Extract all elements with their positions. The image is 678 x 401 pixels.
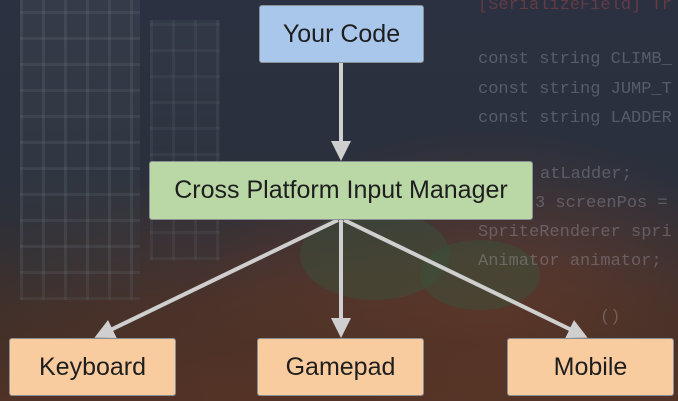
background-code-line: SpriteRenderer spri xyxy=(478,223,672,242)
background-code-line: const string LADDER xyxy=(478,109,672,128)
node-gamepad: Gamepad xyxy=(257,338,424,396)
node-label: Mobile xyxy=(553,352,628,381)
background-code-line: [SerializeField] Tr xyxy=(478,0,672,15)
background-code-line: 3 screenPos = xyxy=(535,194,668,213)
background-tower-secondary xyxy=(150,20,220,260)
background-tree xyxy=(420,240,540,310)
background-code-line: () xyxy=(600,308,621,327)
arrow-manager-to-mobile xyxy=(343,218,588,339)
node-label: Your Code xyxy=(282,19,401,48)
background-code-line: Animator animator; xyxy=(478,252,662,271)
node-label: Keyboard xyxy=(38,352,147,381)
background-code-line: const string CLIMB_ xyxy=(478,50,672,69)
background-code-line: const string JUMP_T xyxy=(478,80,672,99)
node-label: Cross Platform Input Manager xyxy=(174,176,508,204)
node-keyboard: Keyboard xyxy=(9,338,176,396)
background-code-line: atLadder; xyxy=(540,165,632,184)
node-your-code: Your Code xyxy=(259,5,424,63)
node-input-manager: Cross Platform Input Manager xyxy=(149,161,533,220)
node-label: Gamepad xyxy=(285,352,396,381)
background-tower xyxy=(20,0,140,300)
node-mobile: Mobile xyxy=(507,338,674,396)
arrow-manager-to-keyboard xyxy=(94,218,339,339)
